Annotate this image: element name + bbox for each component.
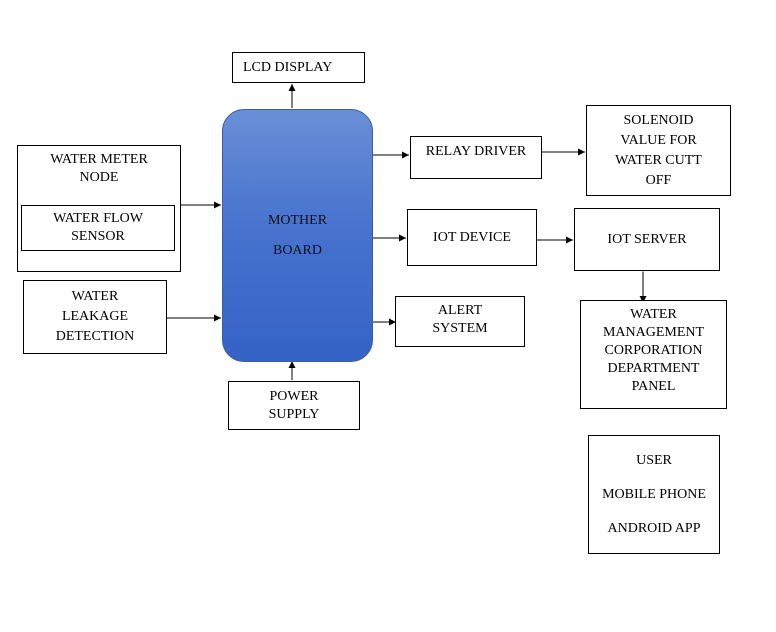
water-leakage-detection-label: WATER LEAKAGE DETECTION (55, 289, 135, 344)
iot-server-box: IOT SERVER (574, 208, 720, 271)
mother-board-block: MOTHER BOARD (222, 109, 373, 362)
iot-device-box: IOT DEVICE (407, 209, 537, 266)
water-management-panel-label: WATER MANAGEMENT CORPORATION DEPARTMENT … (602, 307, 705, 394)
relay-driver-box: RELAY DRIVER (410, 136, 542, 179)
solenoid-valve-box: SOLENOID VALUE FOR WATER CUTT OFF (586, 105, 731, 196)
iot-device-label: IOT DEVICE (433, 229, 511, 245)
user-mobile-app-label: USER MOBILE PHONE ANDROID APP (602, 453, 706, 536)
alert-system-box: ALERT SYSTEM (395, 296, 525, 347)
power-supply-label: POWER SUPPLY (268, 388, 320, 422)
relay-driver-label: RELAY DRIVER (425, 144, 527, 159)
lcd-display-label: LCD DISPLAY (243, 59, 333, 75)
water-meter-node-label: WATER METER NODE (50, 152, 148, 185)
alert-system-label: ALERT SYSTEM (432, 303, 488, 336)
mother-board-label: MOTHER BOARD (267, 212, 328, 258)
water-leakage-detection-box: WATER LEAKAGE DETECTION (23, 280, 167, 354)
iot-server-label: IOT SERVER (607, 232, 687, 247)
lcd-display-box: LCD DISPLAY (232, 52, 365, 83)
power-supply-box: POWER SUPPLY (228, 381, 360, 430)
user-mobile-app-box: USER MOBILE PHONE ANDROID APP (588, 435, 720, 554)
water-flow-sensor-label: WATER FLOW SENSOR (53, 211, 143, 244)
water-management-panel-box: WATER MANAGEMENT CORPORATION DEPARTMENT … (580, 300, 727, 409)
solenoid-valve-label: SOLENOID VALUE FOR WATER CUTT OFF (615, 112, 702, 188)
water-flow-sensor-box: WATER FLOW SENSOR (21, 205, 175, 251)
